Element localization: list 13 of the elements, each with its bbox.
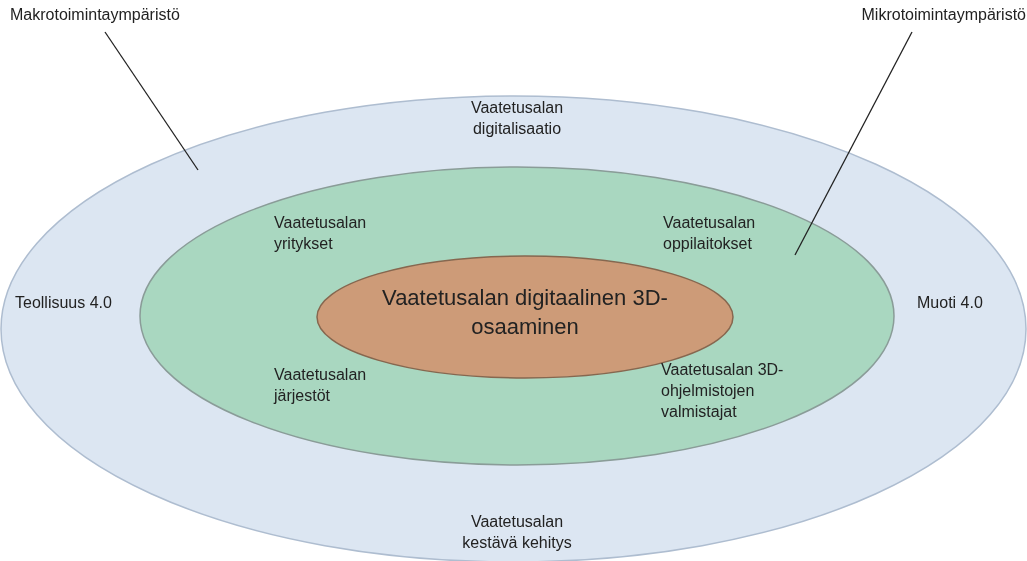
center-label: Vaatetusalan digitaalinen 3D-osaaminen bbox=[381, 284, 669, 341]
region-label: Vaatetusalan kestävä kehitys bbox=[461, 512, 573, 553]
region-label: Vaatetusalan 3D-ohjelmistojen valmistajat bbox=[661, 360, 785, 422]
region-label: Vaatetusalan järjestöt bbox=[274, 365, 368, 406]
leader-line bbox=[104, 31, 199, 171]
region-label: Vaatetusalan yritykset bbox=[274, 213, 368, 254]
region-label: Muoti 4.0 bbox=[917, 293, 984, 313]
heading-label: Mikrotoimintaympäristö bbox=[816, 6, 1026, 30]
leader-line bbox=[794, 31, 913, 256]
heading-label: Makrotoimintaympäristö bbox=[10, 6, 240, 30]
region-label: Vaatetusalan digitalisaatio bbox=[469, 98, 565, 139]
region-label: Vaatetusalan oppilaitokset bbox=[663, 213, 757, 254]
region-label: Teollisuus 4.0 bbox=[15, 293, 113, 313]
